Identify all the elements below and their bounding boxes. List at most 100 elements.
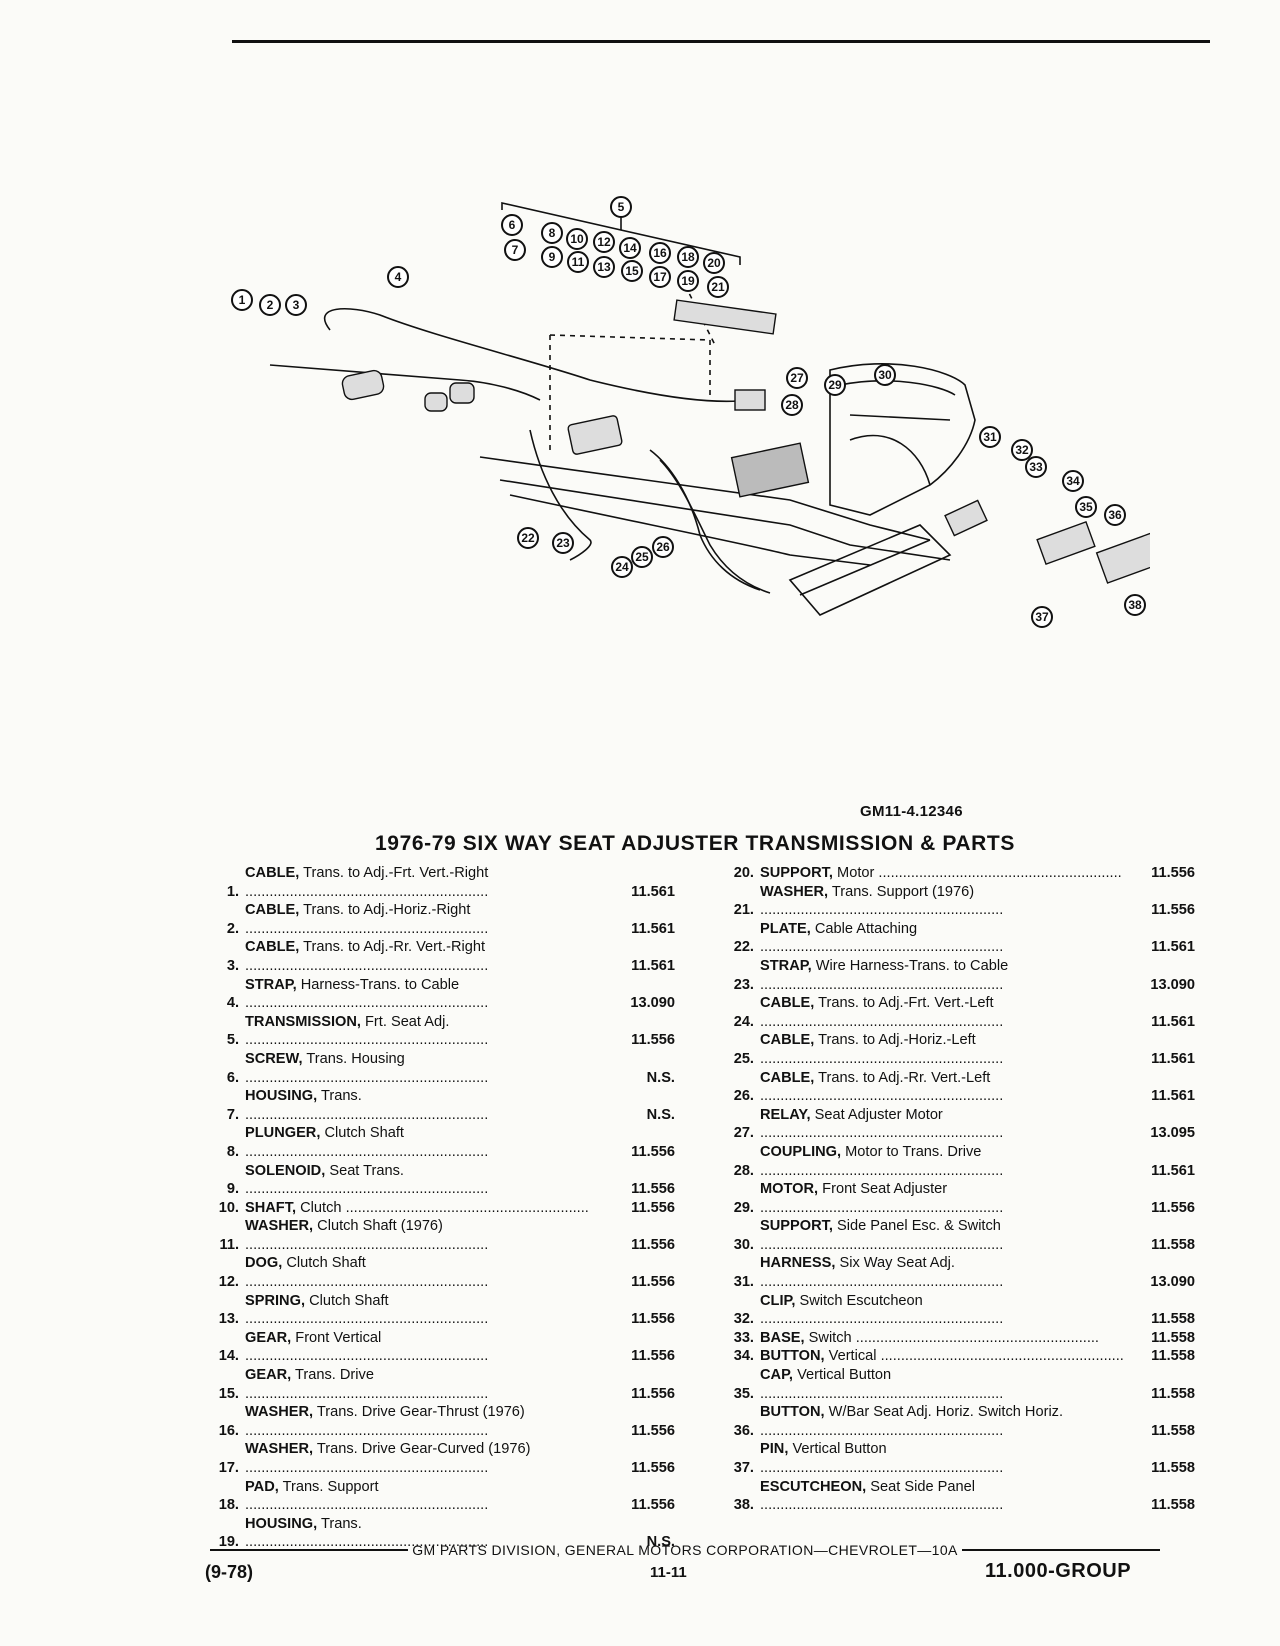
part-number: 8.: [226, 1143, 239, 1160]
part-detail: Vertical Button: [792, 1441, 887, 1458]
part-name: COUPLING,: [760, 1143, 842, 1160]
part-description: PIN, Vertical Button ...................…: [760, 1441, 1004, 1476]
part-name: BUTTON,: [760, 1404, 825, 1421]
part-detail: Clutch Shaft: [324, 1125, 404, 1142]
part-group-number: 11.558: [1151, 1348, 1195, 1365]
part-group-number: 11.556: [631, 1311, 675, 1328]
part-group-number: 11.556: [631, 1199, 675, 1216]
part-number: 5.: [226, 1032, 239, 1049]
part-name: CAP,: [760, 1367, 793, 1384]
part-detail: W/Bar Seat Adj. Horiz. Switch Horiz.: [828, 1404, 1064, 1421]
part-row: 21. WASHER, Trans. Support (1976) .......…: [720, 883, 1195, 920]
parts-list-right: 20.SUPPORT, Motor ......................…: [720, 864, 1195, 1515]
svg-text:21: 21: [711, 280, 725, 294]
part-name: WASHER,: [245, 1218, 314, 1235]
part-name: HARNESS,: [760, 1255, 836, 1272]
part-group-number: 11.556: [631, 1385, 675, 1402]
part-number: 21.: [733, 902, 754, 919]
part-number: 30.: [733, 1236, 754, 1253]
svg-text:23: 23: [556, 536, 570, 550]
figure-code: GM11-4.12346: [860, 803, 963, 820]
callout-6: 6: [501, 214, 523, 236]
part-row: 34.BUTTON, Vertical ....................…: [720, 1347, 1195, 1366]
part-detail: Trans. to Adj.-Rr. Vert.-Right: [303, 939, 486, 956]
part-description: ESCUTCHEON, Seat Side Panel ............…: [760, 1478, 1004, 1514]
part-number: 35.: [733, 1385, 754, 1402]
callout-12: 12: [593, 231, 615, 253]
part-number: 17.: [218, 1460, 239, 1476]
part-row: 23.STRAP, Wire Harness-Trans. to Cable .…: [720, 957, 1195, 994]
page-title: 1976-79 SIX WAY SEAT ADJUSTER TRANSMISSI…: [375, 832, 1015, 855]
footer-publisher: GM PARTS DIVISION, GENERAL MOTORS CORPOR…: [412, 1542, 958, 1558]
part-row: 20.SUPPORT, Motor ......................…: [720, 864, 1195, 883]
part-name: CABLE,: [245, 939, 300, 956]
callout-21: 21: [707, 276, 729, 298]
left-cable-bundle-2: [659, 459, 771, 594]
svg-text:29: 29: [828, 378, 842, 392]
svg-text:32: 32: [1015, 443, 1029, 457]
front-cable: [269, 364, 541, 401]
part-name: SCREW,: [245, 1050, 303, 1067]
part-group-number: 13.090: [1150, 976, 1195, 993]
part-detail: Trans. to Adj.-Horiz.-Right: [303, 902, 471, 919]
part-row: 27.RELAY, Seat Adjuster Motor ..........…: [720, 1106, 1195, 1143]
part-name: DOG,: [245, 1255, 283, 1272]
part-group-number: 11.558: [1151, 1497, 1195, 1514]
part-detail: Seat Side Panel: [870, 1478, 975, 1495]
svg-text:18: 18: [681, 250, 695, 264]
part-name: HOUSING,: [245, 1088, 318, 1105]
part-row: 26.CABLE, Trans. to Adj.-Rr. Vert.-Left …: [720, 1069, 1195, 1106]
part-row: 33.BASE, Switch ........................…: [720, 1329, 1195, 1348]
part-description: SHAFT, Clutch ..........................…: [245, 1199, 589, 1216]
part-row: 13.SPRING, Clutch Shaft ................…: [205, 1292, 675, 1329]
callout-15: 15: [621, 260, 643, 282]
part-description: CAP, Vertical Button ...................…: [760, 1367, 1004, 1402]
panel-rib: [849, 414, 951, 421]
switch-base: [944, 499, 988, 537]
part-row: 10.SHAFT, Clutch .......................…: [205, 1199, 675, 1218]
part-description: CABLE, Trans. to Adj.-Frt. Vert.-Right .…: [245, 865, 493, 900]
part-row: 36.BUTTON, W/Bar Seat Adj. Horiz. Switch…: [720, 1403, 1195, 1440]
part-description: TRANSMISSION, Frt. Seat Adj. ...........…: [245, 1013, 489, 1049]
part-group-number: 11.556: [631, 1348, 675, 1365]
part-group-number: 11.556: [631, 1274, 675, 1291]
part-name: PLUNGER,: [245, 1125, 321, 1142]
callout-25: 25: [631, 546, 653, 568]
motor-support-plate: [673, 299, 777, 335]
part-number: 12.: [218, 1274, 239, 1291]
svg-text:30: 30: [878, 368, 892, 382]
part-group-number: 11.558: [1151, 1236, 1195, 1253]
part-number: 6.: [226, 1069, 239, 1086]
part-name: CABLE,: [760, 1032, 815, 1049]
plunger-part: [424, 392, 448, 412]
part-detail: Clutch Shaft: [286, 1255, 366, 1272]
part-number: 14.: [218, 1348, 239, 1365]
part-description: SPRING, Clutch Shaft ...................…: [245, 1292, 489, 1328]
part-number: 9.: [226, 1181, 239, 1198]
svg-text:27: 27: [790, 371, 804, 385]
callout-14: 14: [619, 237, 641, 259]
part-description: SCREW, Trans. Housing ..................…: [245, 1050, 489, 1086]
part-detail: Clutch Shaft: [309, 1292, 389, 1309]
part-description: CABLE, Trans. to Adj.-Horiz.-Right .....…: [245, 902, 489, 937]
part-name: CLIP,: [760, 1292, 796, 1309]
part-group-number: 11.561: [631, 920, 675, 937]
part-description: COUPLING, Motor to Trans. Drive ........…: [760, 1143, 1004, 1179]
svg-text:25: 25: [635, 550, 649, 564]
part-group-number: 11.558: [1151, 1311, 1195, 1328]
svg-text:9: 9: [549, 250, 556, 264]
part-group-number: 11.556: [631, 1497, 675, 1514]
part-description: CABLE, Trans. to Adj.-Horiz.-Left ......…: [760, 1032, 1004, 1067]
part-number: 3.: [226, 957, 239, 974]
part-description: DOG, Clutch Shaft ......................…: [245, 1255, 489, 1291]
part-description: WASHER, Trans. Drive Gear-Curved (1976) …: [245, 1441, 531, 1476]
part-row: 31.HARNESS, Six Way Seat Adj. ..........…: [720, 1254, 1195, 1291]
part-detail: Seat Adjuster Motor: [814, 1106, 943, 1123]
part-description: BUTTON, W/Bar Seat Adj. Horiz. Switch Ho…: [760, 1404, 1064, 1439]
part-detail: Six Way Seat Adj.: [839, 1255, 955, 1272]
part-group-number: 11.556: [631, 1236, 675, 1253]
part-name: BUTTON,: [760, 1348, 825, 1365]
part-detail: Motor to Trans. Drive: [845, 1143, 982, 1160]
part-description: WASHER, Trans. Support (1976) ..........…: [760, 883, 1004, 919]
callout-19: 19: [677, 270, 699, 292]
